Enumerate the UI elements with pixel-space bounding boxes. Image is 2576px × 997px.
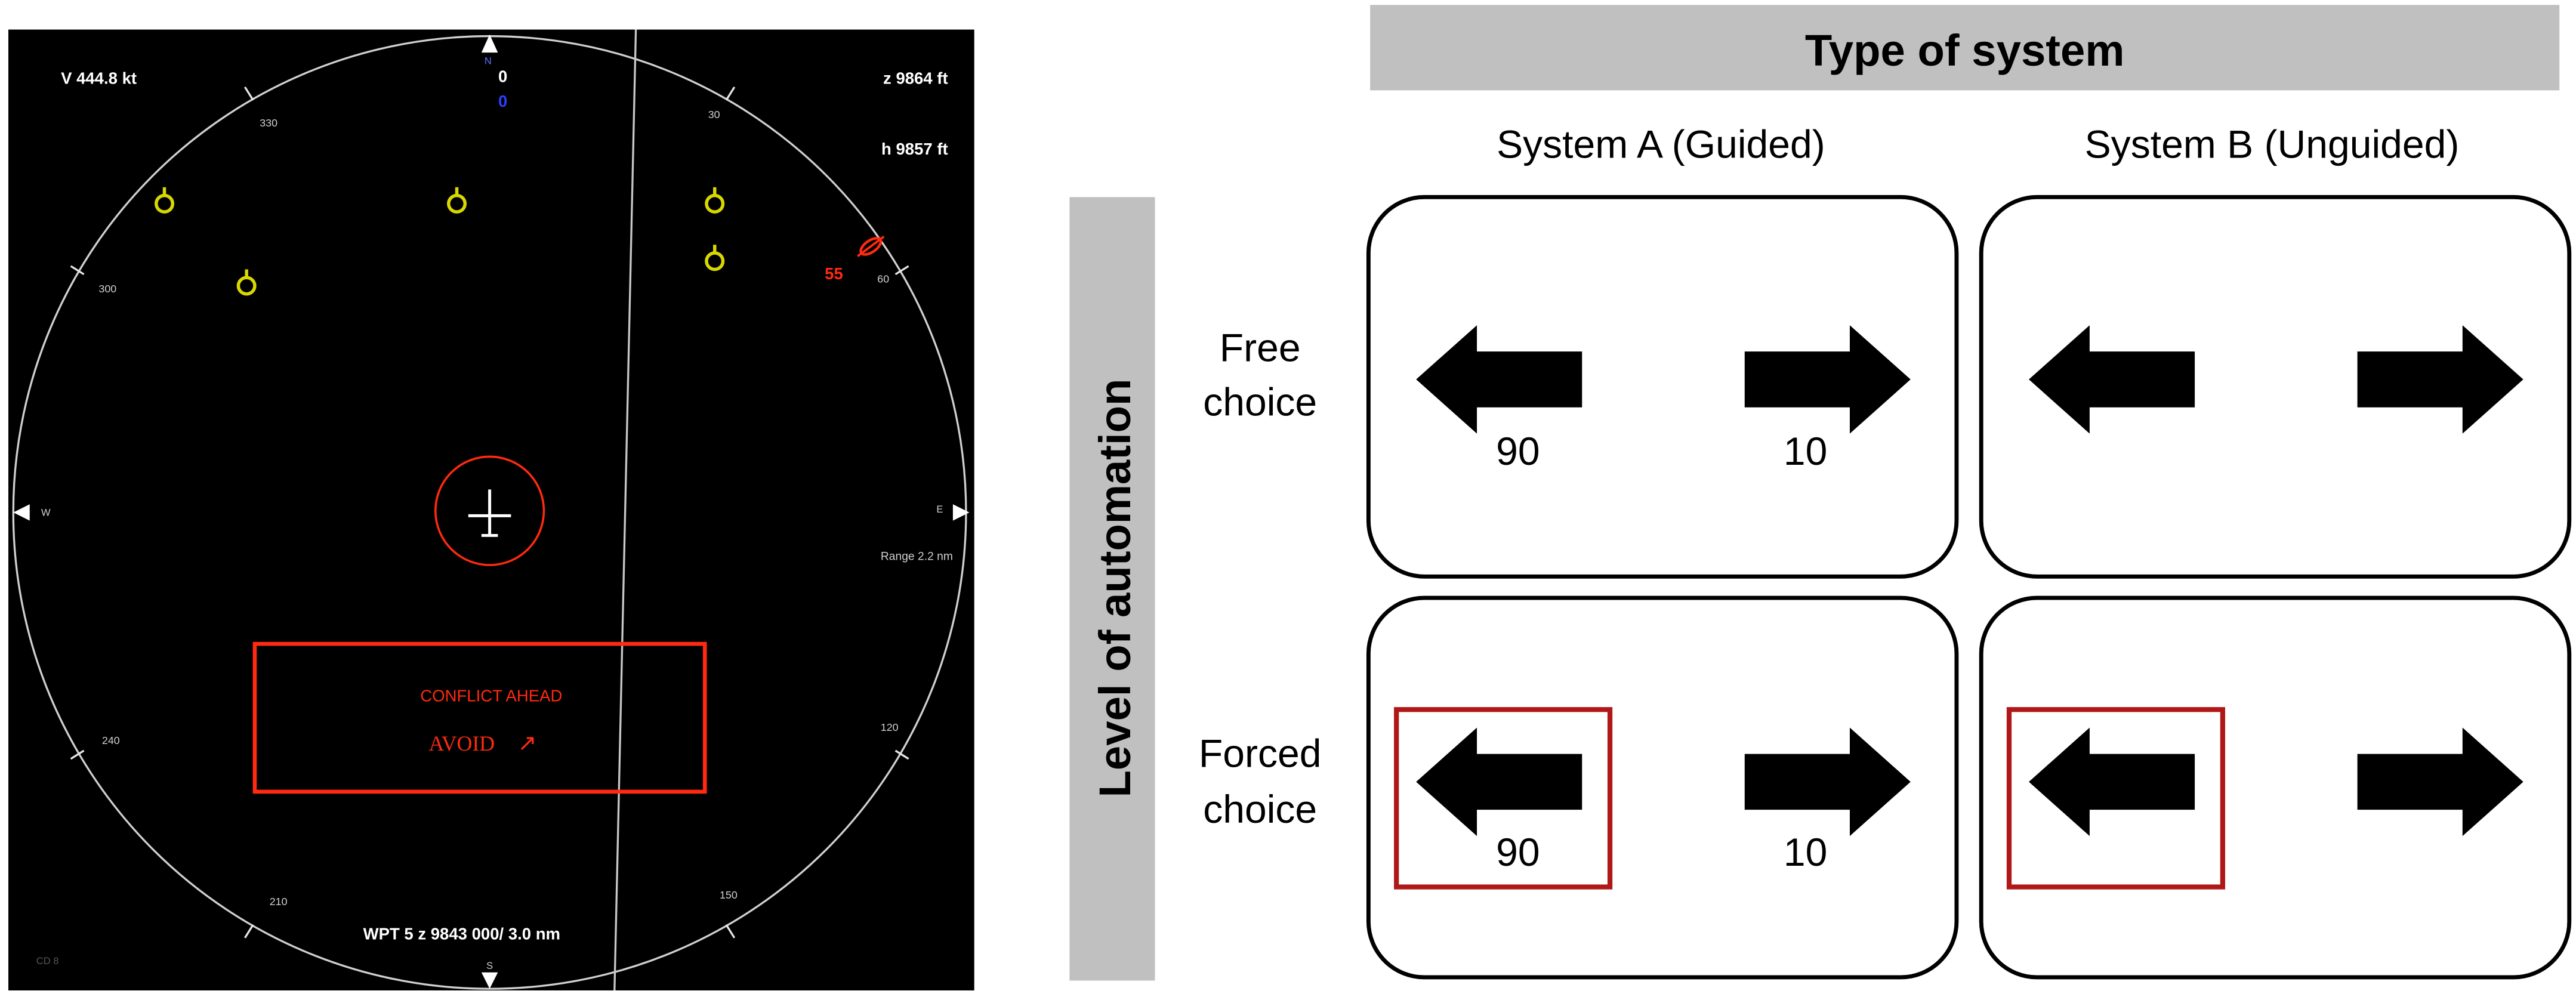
compass-w: W (41, 507, 51, 518)
left-arrow-icon (1416, 325, 1582, 434)
waypoint-marker-icon (705, 245, 725, 271)
left-value: 90 (1496, 429, 1540, 473)
column-header: Type of system (1805, 26, 2124, 75)
tick-label-330: 330 (260, 117, 277, 129)
right-arrow-icon (1744, 727, 1911, 837)
heading-sub-value: 0 (498, 92, 507, 110)
conflict-arrow-icon: ↗ (517, 730, 536, 756)
row-label-forced-line1: Forced (1199, 731, 1322, 776)
column-label-system-a: System A (Guided) (1497, 122, 1825, 166)
intruder-value: 55 (825, 264, 843, 283)
speed-readout: V 444.8 kt (61, 69, 137, 87)
west-pointer-icon (13, 504, 30, 521)
range-readout: Range 2.2 nm (881, 551, 953, 563)
compass-e: E (936, 504, 943, 515)
radar-tick-marks (70, 87, 909, 939)
waypoint-marker-icon (155, 187, 175, 214)
conflict-alert-action: AVOID (428, 731, 495, 755)
tick-label-120: 120 (881, 721, 899, 733)
forced-selection-highlight (2006, 707, 2226, 890)
cell-frame (1366, 595, 1959, 980)
waypoint-readout: WPT 5 z 9843 000/ 3.0 nm (363, 925, 560, 943)
corner-code: CD 8 (36, 956, 59, 967)
right-arrow-icon (1744, 325, 1911, 434)
conflict-alert-box (252, 641, 707, 794)
tick-label-30: 30 (708, 109, 720, 121)
ownship-aircraft-icon (468, 489, 511, 537)
north-pointer-icon (481, 34, 498, 53)
row-header: Level of automation (1090, 379, 1140, 798)
cell-frame (1979, 195, 2572, 579)
cell-frame (1366, 195, 1959, 579)
tick-label-240: 240 (102, 734, 120, 746)
right-arrow-icon (2357, 325, 2523, 434)
waypoint-marker-icon (447, 187, 467, 214)
heading-value: 0 (498, 67, 507, 86)
ownship-ring (434, 455, 545, 566)
tick-label-150: 150 (720, 889, 738, 901)
design-matrix: Type of system Level of automation Syste… (1069, 5, 2572, 981)
altitude-z-readout: z 9864 ft (883, 69, 948, 87)
cell-b-forced (1979, 595, 2572, 980)
cell-a-forced: 90 10 (1366, 595, 1959, 980)
east-pointer-icon (952, 504, 970, 521)
tick-label-60: 60 (877, 273, 889, 285)
conflict-alert-title: CONFLICT AHEAD (420, 686, 562, 705)
forced-selection-highlight (1394, 707, 1613, 890)
south-pointer-icon (481, 972, 498, 989)
right-arrow-icon (2357, 727, 2523, 837)
intruder-icon (857, 235, 885, 257)
radar-display: 30 60 120 150 210 240 300 330 N S W E 0 … (8, 29, 974, 991)
row-label-forced-line2: choice (1203, 787, 1317, 831)
right-value: 10 (1784, 830, 1827, 874)
waypoint-marker-icon (705, 187, 725, 214)
left-arrow-icon (2029, 325, 2195, 434)
tick-label-300: 300 (98, 283, 116, 295)
row-label-free-line2: choice (1203, 379, 1317, 424)
right-value: 10 (1784, 429, 1827, 473)
row-header-banner (1069, 197, 1155, 981)
radar-background (8, 29, 974, 990)
left-value: 90 (1496, 830, 1540, 874)
cell-a-free: 90 10 (1366, 195, 1959, 579)
column-header-banner (1370, 5, 2560, 91)
cell-b-free (1979, 195, 2572, 579)
left-arrow-icon (1416, 727, 1582, 837)
waypoint-markers (155, 187, 725, 296)
altitude-h-readout: h 9857 ft (881, 140, 948, 158)
column-label-system-b: System B (Unguided) (2085, 122, 2460, 166)
cell-frame (1979, 595, 2572, 980)
track-line (613, 29, 637, 991)
left-arrow-icon (2029, 727, 2195, 837)
waypoint-marker-icon (236, 269, 257, 296)
tick-label-210: 210 (270, 896, 288, 908)
compass-s: S (486, 961, 493, 971)
row-label-free-line1: Free (1220, 326, 1301, 370)
compass-n: N (485, 55, 492, 66)
